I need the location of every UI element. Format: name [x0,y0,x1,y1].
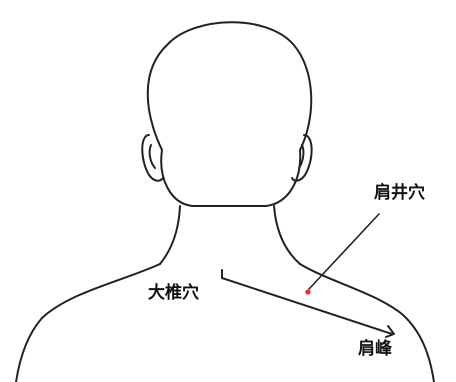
shoulder-left [16,264,160,382]
dazhui-label: 大椎穴 [148,285,199,302]
jianjing-point [305,289,310,294]
jianjing-leader-line [309,214,379,289]
jianjing-label: 肩井穴 [374,185,425,202]
neck-right [274,206,300,264]
dazhui-jianfeng-line [222,278,392,334]
head-outline [148,22,312,206]
shoulder-right [300,264,434,382]
jianfeng-label: 肩峰 [358,341,392,358]
left-ear-inner [150,145,155,168]
neck-left [160,206,180,264]
